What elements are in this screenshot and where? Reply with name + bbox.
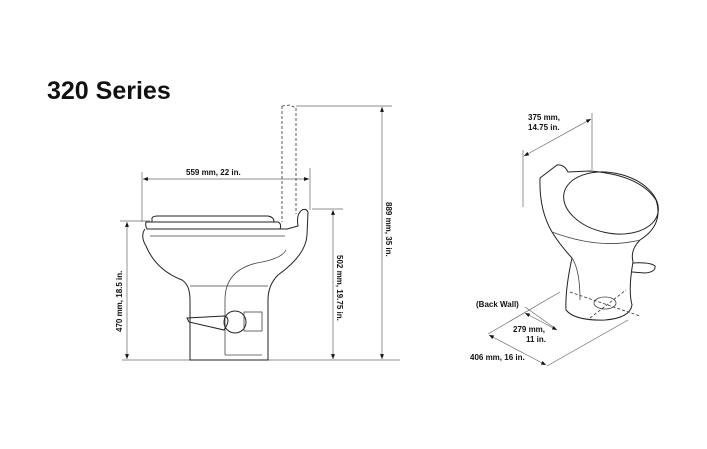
total-height-label: 889 mm, 35 in. xyxy=(384,202,393,257)
iso-width-dimension xyxy=(523,118,592,157)
valve-housing xyxy=(243,311,263,332)
seat xyxy=(145,221,282,230)
back-wall-label: (Back Wall) xyxy=(476,300,519,309)
flush-pedal xyxy=(631,262,656,274)
rough-in-dimension xyxy=(524,312,558,331)
floor-outlet xyxy=(593,296,617,310)
width-label: 559 mm, 22 in. xyxy=(186,168,241,177)
flush-hub xyxy=(223,310,247,334)
rough-in-label-1: 279 mm, xyxy=(513,325,545,334)
rear-height-label: 502 mm, 19.75 in. xyxy=(335,255,344,321)
iso-view: 375 mm, 14.75 in. (Back Wall) 279 mm, 11… xyxy=(470,113,659,367)
rim-line xyxy=(551,231,641,244)
toilet-body xyxy=(539,164,659,321)
rough-in-label-2: 11 in. xyxy=(526,335,546,344)
iso-width-label-1: 375 mm, xyxy=(528,113,560,122)
back-wall-line xyxy=(487,291,561,335)
depth-label: 406 mm, 16 in. xyxy=(470,353,525,362)
tank-outline xyxy=(281,104,297,222)
depth-dimension xyxy=(488,334,547,366)
centerlines xyxy=(569,289,641,319)
seat-height-label: 470 mm, 18.5 in. xyxy=(115,271,124,332)
lid xyxy=(151,215,275,223)
iso-width-label-2: 14.75 in. xyxy=(528,123,560,132)
bowl xyxy=(142,208,309,361)
trapway xyxy=(224,249,287,355)
page-title: 320 Series xyxy=(47,77,171,105)
flush-pedal xyxy=(186,315,229,331)
toilet-lid xyxy=(563,171,659,235)
side-view: 559 mm, 22 in. 470 mm, 18.5 in. 502 mm, … xyxy=(115,104,400,361)
ext-line xyxy=(546,319,629,367)
